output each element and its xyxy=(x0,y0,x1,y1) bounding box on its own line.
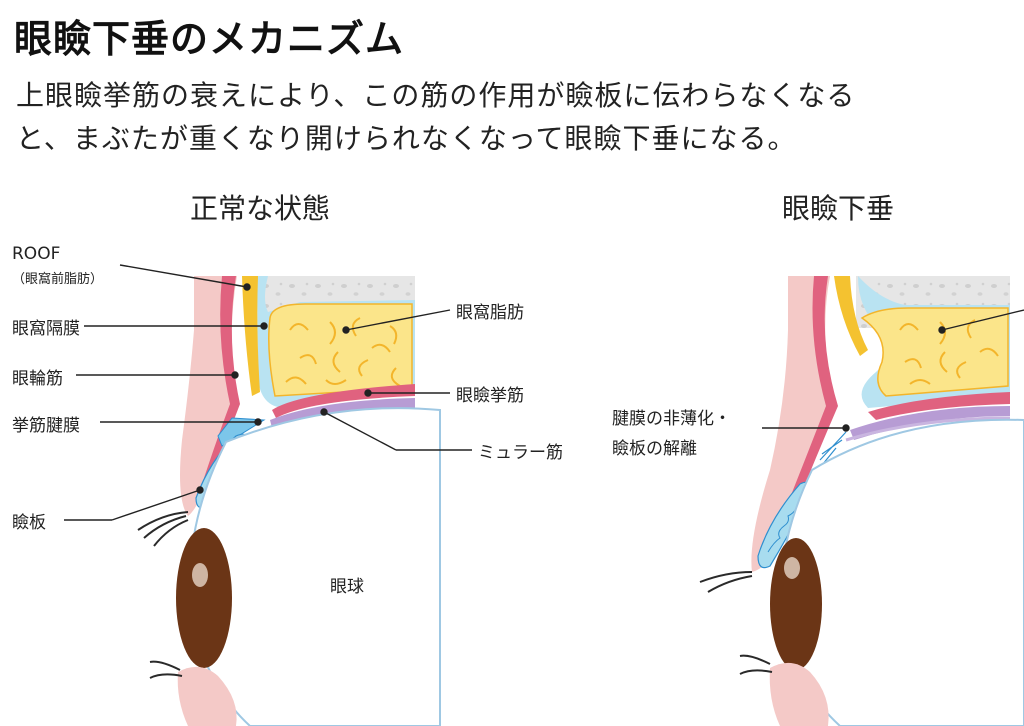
description-line-2: と、まぶたが重くなり開けられなくなって眼瞼下垂になる。 xyxy=(16,122,797,155)
orbicularis-muscle xyxy=(204,276,240,480)
label-muller: ミュラー筋 xyxy=(478,443,563,463)
label-levator: 眼瞼挙筋 xyxy=(456,386,524,406)
label-orbital-septum: 眼窩隔膜 xyxy=(12,319,80,339)
page-title: 眼瞼下垂のメカニズム xyxy=(14,17,405,61)
lower-eyelid xyxy=(177,666,237,726)
normal-eye-diagram xyxy=(64,264,472,726)
ptosis-title: 眼瞼下垂 xyxy=(782,192,895,225)
iris xyxy=(176,528,232,668)
ptosis-iris xyxy=(770,538,822,670)
ptosis-muller-muscle xyxy=(850,406,1010,440)
label-eyeball: 眼球 xyxy=(330,577,364,597)
label-aponeurosis: 挙筋腱膜 xyxy=(12,416,80,436)
ptosis-lower-eyelid xyxy=(769,662,829,726)
label-tarsus: 瞼板 xyxy=(12,513,46,533)
normal-state-title: 正常な状態 xyxy=(190,192,331,225)
ptosis-levator-muscle xyxy=(868,392,1010,420)
levator-aponeurosis xyxy=(217,417,266,447)
ptosis-eyelid-skin xyxy=(751,276,836,572)
ptosis-roof-fat xyxy=(834,276,868,356)
label-tarsal-detachment: 瞼板の解離 xyxy=(612,439,697,459)
description: 上眼瞼挙筋の衰えにより、この筋の作用が瞼板に伝わらなくなる と、まぶたが重くなり… xyxy=(16,74,855,160)
description-line-1: 上眼瞼挙筋の衰えにより、この筋の作用が瞼板に伝わらなくなる xyxy=(16,79,856,112)
label-roof-sub: （眼窩前脂肪） xyxy=(12,272,104,287)
muller-muscle xyxy=(270,398,415,428)
ptosis-eye-diagram xyxy=(699,276,1024,726)
label-orbicularis: 眼輪筋 xyxy=(12,369,63,389)
ptosis-orbital-fat xyxy=(860,307,1009,397)
label-aponeurosis-thinning: 腱膜の非薄化・ xyxy=(612,409,731,429)
label-roof: ROOF xyxy=(12,244,61,264)
roof-fat xyxy=(242,276,260,396)
label-orbital-fat: 眼窩脂肪 xyxy=(456,303,524,323)
ptosis-orbicularis-muscle xyxy=(770,276,838,552)
